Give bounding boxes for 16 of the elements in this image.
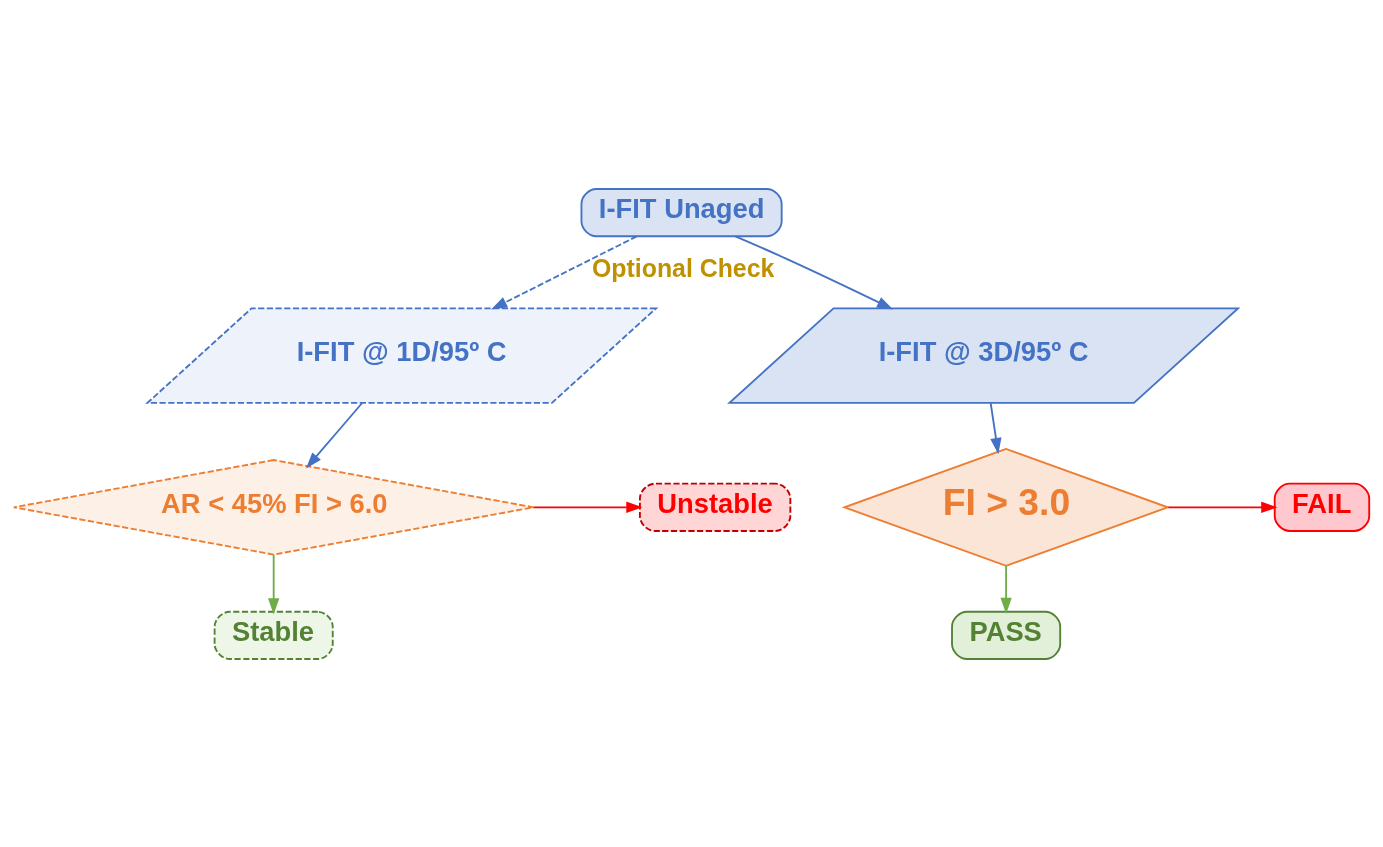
arrow [1167,501,1278,513]
arrow [268,553,280,615]
arrow [1000,564,1012,614]
arrow [989,401,1002,454]
arrow [306,401,363,468]
arrow [491,235,638,310]
edge-label: Optional Check [592,253,775,282]
node-box: Unstable [638,482,792,532]
node-box: Stable [213,610,334,660]
arrow [532,501,643,513]
node-diamond: FI > 3.0 [841,447,1171,567]
node-diamond: AR < 45% FI > 6.0 [12,458,535,556]
node-box: FAIL [1273,482,1371,532]
arrow [734,234,894,309]
node-box: I-FIT Unaged [580,187,783,237]
node-box: PASS [951,610,1062,660]
